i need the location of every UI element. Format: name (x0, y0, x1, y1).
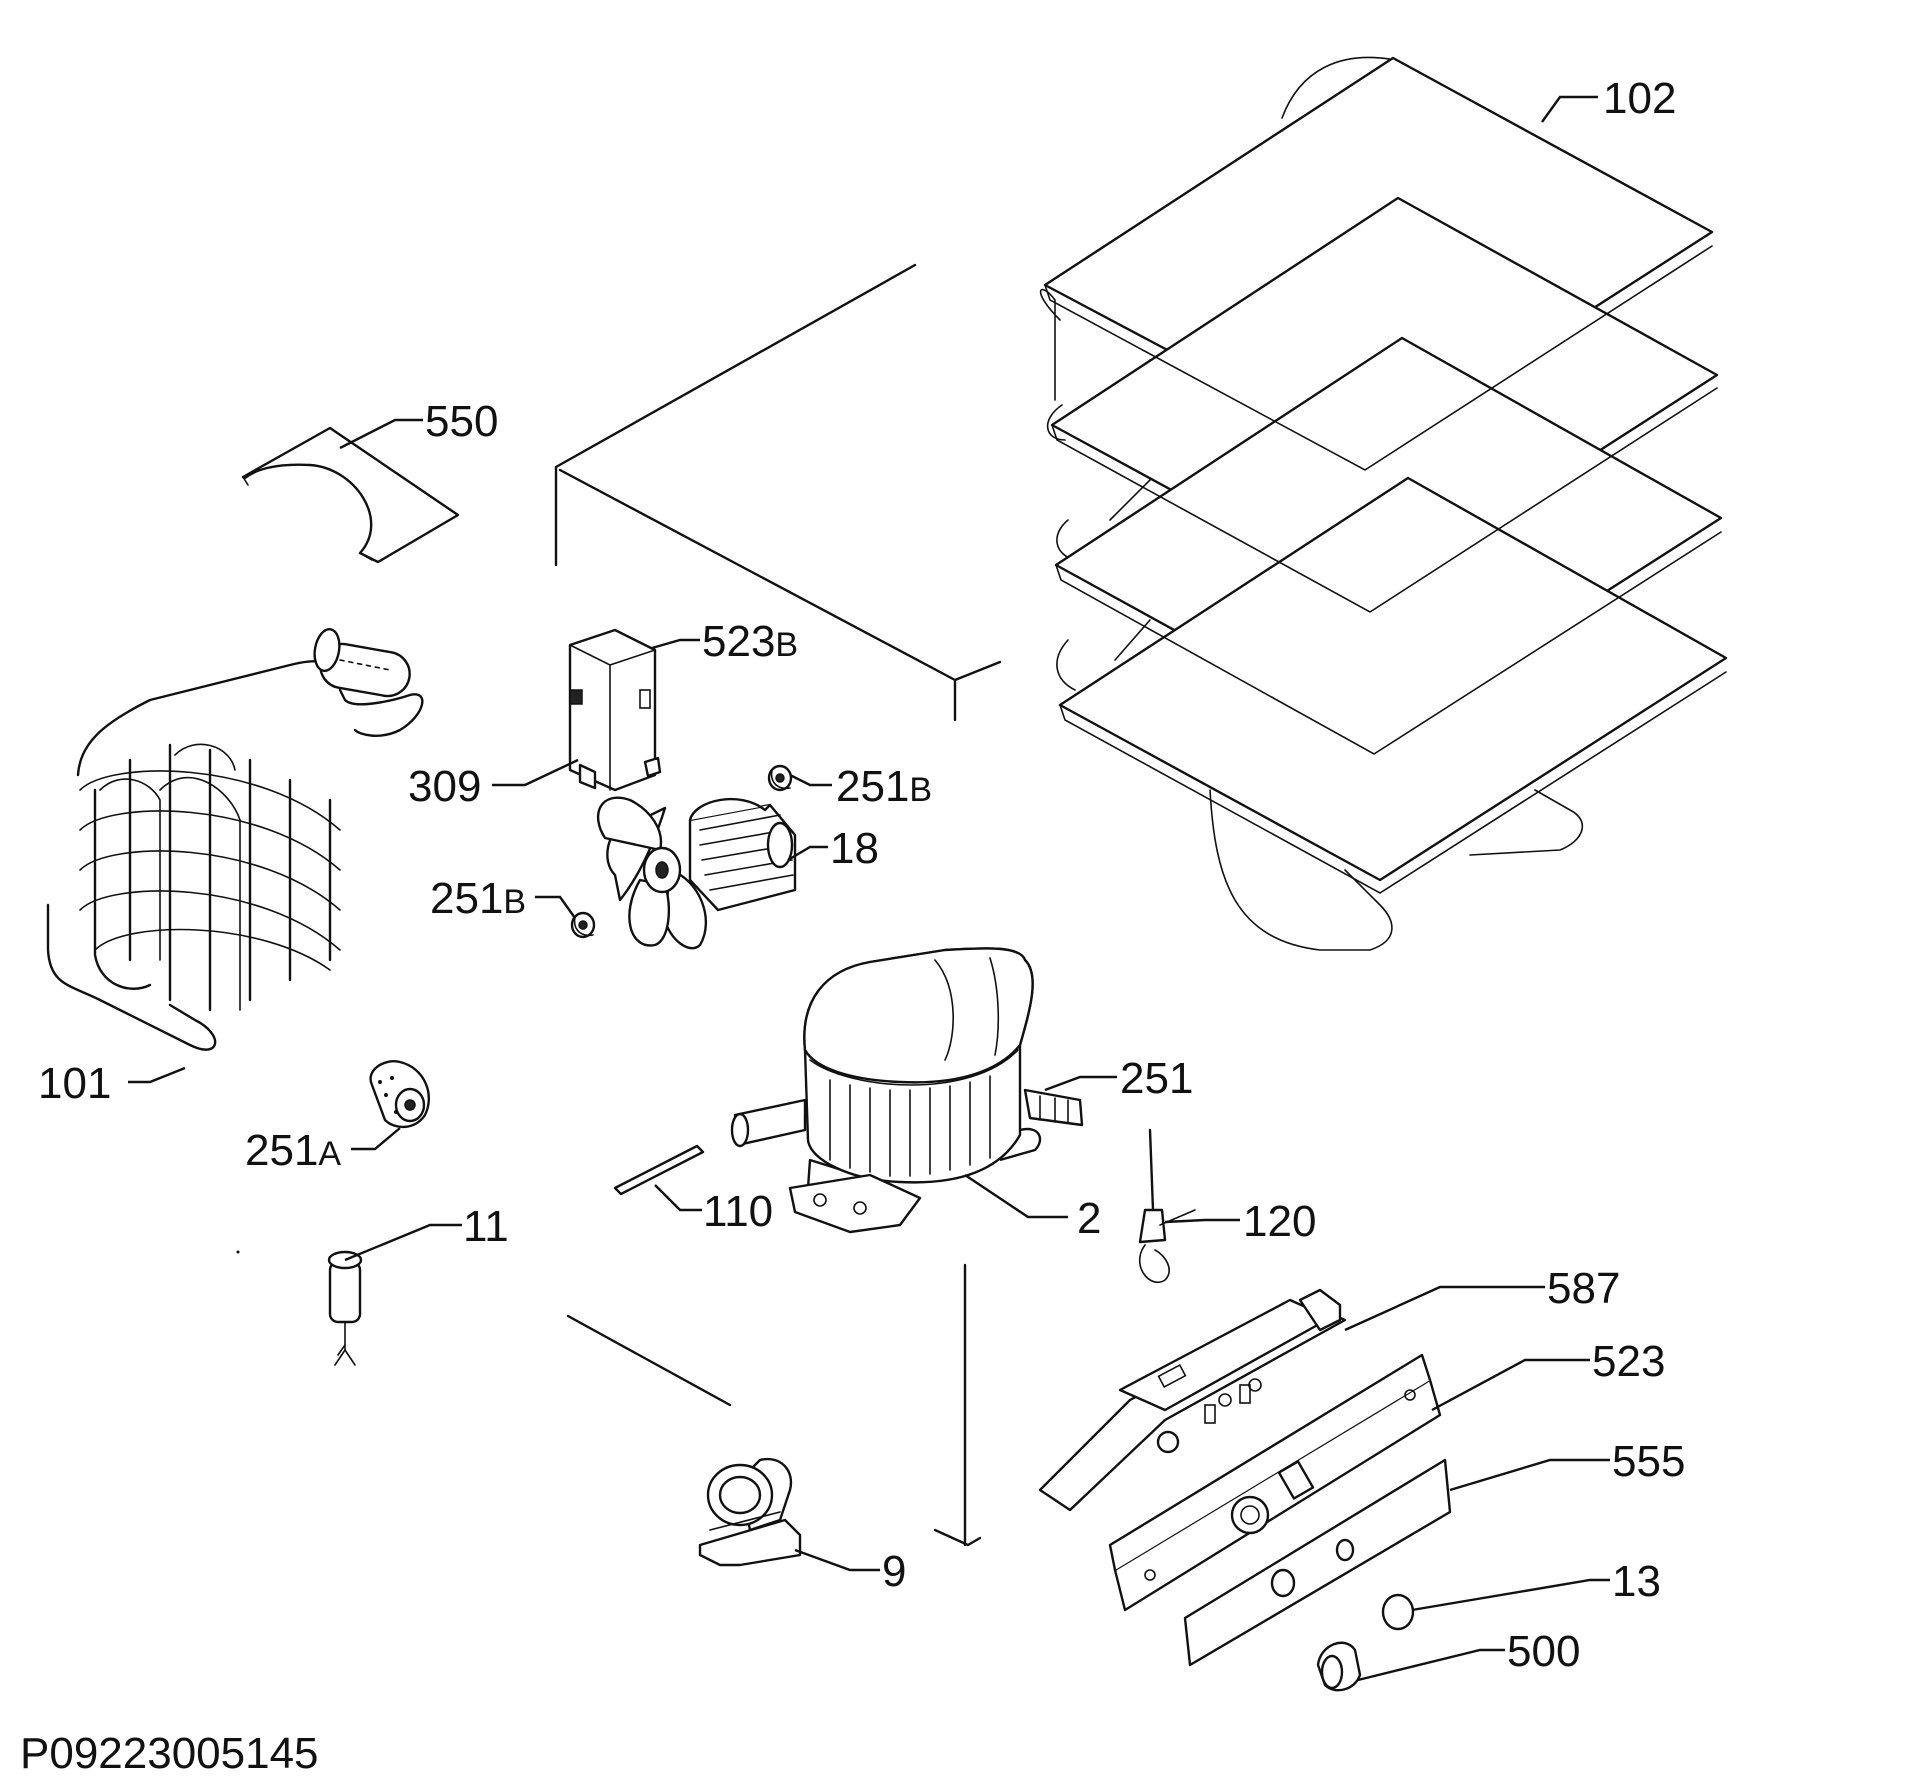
clip-bracket-part (698, 1457, 802, 1567)
callout-550: 550 (425, 397, 498, 446)
faceplate-part (1183, 1458, 1452, 1667)
callout-11: 11 (463, 1202, 509, 1251)
rubber-foot-part (369, 1060, 430, 1129)
callout-251: 251 (1120, 1054, 1193, 1103)
control-board-part (1038, 1288, 1347, 1512)
compressor-part (730, 947, 1084, 1234)
tube-part (613, 1144, 705, 1196)
relay-cover-part (568, 628, 662, 792)
condenser-coil-part (46, 628, 424, 1051)
callout-9: 9 (882, 1547, 906, 1596)
filter-drier-part (327, 1250, 363, 1366)
callout-251b-upper: 251B (836, 762, 932, 811)
wire-shelves-part (1039, 56, 1728, 951)
grommet-lower-part (570, 911, 596, 939)
thermostat-sensor-part (1138, 1128, 1196, 1283)
leader-lines (128, 95, 1610, 1682)
callout-18: 18 (830, 824, 879, 873)
document-id: P09223005145 (20, 1729, 319, 1778)
control-housing-part (1108, 1353, 1442, 1612)
callout-555: 555 (1612, 1437, 1685, 1486)
condenser-cover-part (241, 426, 460, 564)
callout-251b-lower: 251B (430, 874, 526, 923)
callout-labels: 102 550 523B 309 251B 18 251B 101 251A 2… (38, 74, 1685, 1676)
callout-110: 110 (703, 1187, 773, 1236)
cabinet-outline (554, 263, 1002, 1547)
callout-523b: 523B (702, 617, 798, 666)
callout-102: 102 (1603, 74, 1676, 123)
callout-523: 523 (1592, 1337, 1665, 1386)
condenser-fins (79, 743, 341, 1012)
callout-13: 13 (1612, 1557, 1661, 1606)
callout-309: 309 (408, 762, 481, 811)
callout-101: 101 (38, 1059, 111, 1108)
callout-251a: 251A (245, 1126, 341, 1175)
callout-587: 587 (1547, 1264, 1620, 1313)
callout-2: 2 (1077, 1194, 1101, 1243)
fan-motor-part (596, 796, 797, 950)
callout-500: 500 (1507, 1627, 1580, 1676)
stray-dot (236, 1250, 240, 1254)
thermostat-knob-part (1316, 1641, 1362, 1692)
indicator-lens-part (1381, 1593, 1415, 1631)
grommet-upper-part (767, 764, 793, 792)
callout-120: 120 (1243, 1197, 1316, 1246)
